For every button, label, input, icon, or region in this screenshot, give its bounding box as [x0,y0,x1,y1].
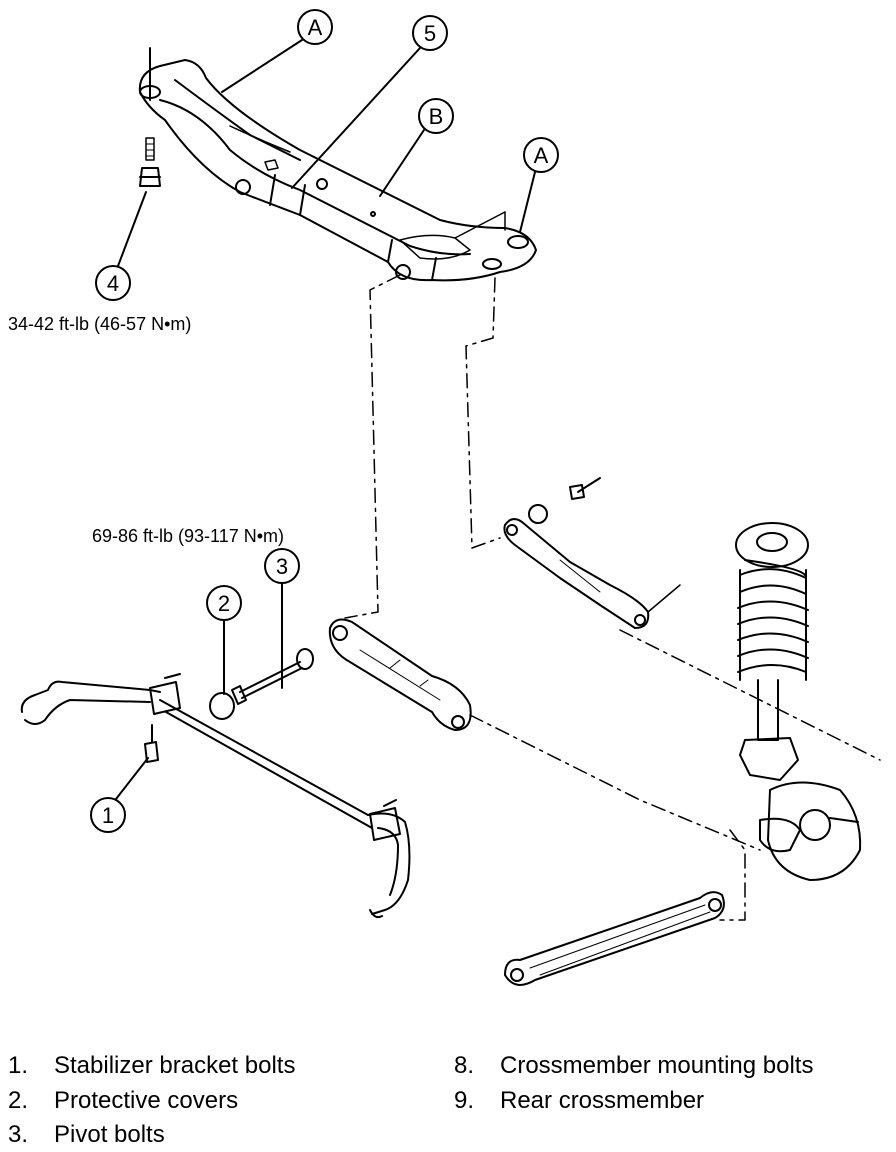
trailing-arm [503,477,681,629]
lateral-link [328,618,472,731]
legend-label: Rear crossmember [500,1087,705,1114]
legend-item-3: 3. Pivot bolts [8,1121,165,1149]
crossmember-mounting-bolt [139,47,161,187]
strut-assembly [735,522,862,881]
torque-spec-upper: 34-42 ft-lb (46-57 N•m) [8,314,192,334]
legend-item-9: 9. Rear crossmember [454,1087,704,1115]
rear-crossmember [138,59,537,282]
callout-A-right: A [519,137,559,233]
callout-3: 3 [264,548,300,689]
callout-2: 2 [206,585,242,695]
legend-item-8: 8. Crossmember mounting bolts [454,1052,813,1080]
legend-item-1: 1. Stabilizer bracket bolts [8,1052,295,1080]
legend-number: 9. [454,1087,475,1114]
legend-number: 3. [8,1121,29,1148]
legend-label: Stabilizer bracket bolts [54,1052,296,1079]
callout-4: 4 [95,191,147,301]
stabilizer-bar [20,673,411,919]
legend-number: 2. [8,1087,29,1114]
svg-text:2: 2 [218,591,230,616]
svg-text:5: 5 [424,21,436,46]
callout-5: 5 [291,15,448,189]
torque-spec-lower: 69-86 ft-lb (93-117 N•m) [92,526,285,546]
svg-text:A: A [308,15,323,40]
svg-text:1: 1 [102,803,114,828]
protective-cover [209,692,235,720]
legend-item-2: 2. Protective covers [8,1087,238,1115]
alignment-dashed-lines [344,274,881,921]
legend-label: Pivot bolts [54,1121,165,1148]
legend-label: Crossmember mounting bolts [500,1052,814,1079]
callout-A-left: A [221,9,333,93]
legend-number: 1. [8,1052,29,1079]
legend-label: Protective covers [54,1087,239,1114]
svg-text:A: A [534,143,549,168]
legend-number: 8. [454,1052,475,1079]
svg-text:B: B [429,104,444,129]
callout-1: 1 [90,757,149,833]
callout-B: B [379,98,454,197]
svg-text:3: 3 [276,554,288,579]
pivot-bolt [231,648,314,705]
lower-control-arm [504,891,725,986]
suspension-exploded-diagram: A 5 B A 4 3 2 1 [20,9,881,986]
svg-text:4: 4 [107,271,119,296]
